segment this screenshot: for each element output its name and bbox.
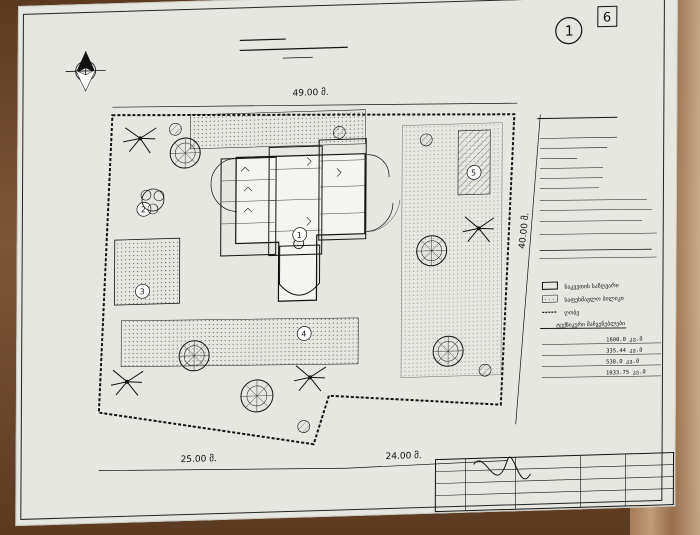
landscape-plants bbox=[110, 123, 495, 433]
terrace-curves bbox=[210, 154, 401, 232]
tree-icon bbox=[169, 137, 201, 169]
zone-label-4: 4 bbox=[301, 329, 306, 338]
paper-sheet: 1 6 49.00 მ. 40.00 მ. 25.00 მ. bbox=[15, 0, 678, 527]
legend-label-1: ნაკვეთის საზღვარი bbox=[564, 282, 618, 291]
site-surfaces bbox=[114, 109, 503, 378]
zone-labels: 1 2 3 4 5 bbox=[135, 165, 482, 341]
tree-icon bbox=[416, 235, 448, 267]
coverage-value-4: 1033.75 კვ.მ bbox=[606, 369, 646, 376]
dimension-top: 49.00 მ. bbox=[292, 87, 328, 99]
right-side-notes bbox=[537, 116, 657, 259]
tree-icon bbox=[178, 340, 210, 372]
tree-icon bbox=[432, 335, 464, 367]
zone-label-3: 3 bbox=[139, 287, 144, 296]
coverage-value-2: 335.44 კვ.მ bbox=[606, 347, 642, 354]
zone-label-5: 5 bbox=[471, 168, 476, 177]
small-shrubs bbox=[169, 123, 492, 433]
palm-icon bbox=[462, 216, 495, 243]
coverage-value-3: 538.0 კვ.მ bbox=[606, 359, 639, 366]
zone-label-1: 1 bbox=[297, 231, 302, 240]
palm-icon bbox=[293, 365, 327, 392]
dimension-lines: 49.00 მ. 40.00 მ. 25.00 მ. 24.00 მ. bbox=[98, 87, 541, 471]
palm-icon bbox=[110, 369, 144, 396]
tree-icon bbox=[240, 379, 274, 413]
shrub-icon bbox=[140, 188, 165, 215]
dimension-bottom-left: 25.00 მ. bbox=[181, 453, 217, 465]
legend-label-3: ღობე bbox=[564, 309, 579, 316]
property-boundary bbox=[97, 113, 516, 446]
legend-label-2: საფეხმავლო ბილიკი bbox=[564, 295, 623, 304]
main-building bbox=[220, 138, 367, 302]
coverage-title: ტექნიკური მაჩვენებლები bbox=[556, 320, 625, 329]
dimension-bottom-right: 24.00 მ. bbox=[386, 450, 422, 462]
coverage-value-1: 1600.0 კვ.მ bbox=[606, 336, 642, 343]
circled-sheet-number: 1 bbox=[565, 24, 574, 40]
title-block-bottom bbox=[434, 452, 675, 513]
page-number: 6 bbox=[603, 10, 611, 25]
coverage-table: ტექნიკური მაჩვენებლები 1600.0 კვ.მ 335.4… bbox=[540, 320, 662, 378]
site-plan-drawing: 1 6 49.00 მ. 40.00 მ. 25.00 მ. bbox=[65, 5, 675, 513]
sheet-number-markers: 1 6 bbox=[555, 5, 618, 45]
north-arrow-icon bbox=[65, 50, 106, 92]
title-block-top bbox=[239, 38, 348, 59]
zone-label-2: 2 bbox=[141, 205, 146, 214]
legend: ნაკვეთის საზღვარი საფეხმავლო ბილიკი ღობე bbox=[541, 281, 624, 317]
palm-icon bbox=[123, 127, 157, 154]
dimension-right: 40.00 მ. bbox=[517, 212, 532, 249]
